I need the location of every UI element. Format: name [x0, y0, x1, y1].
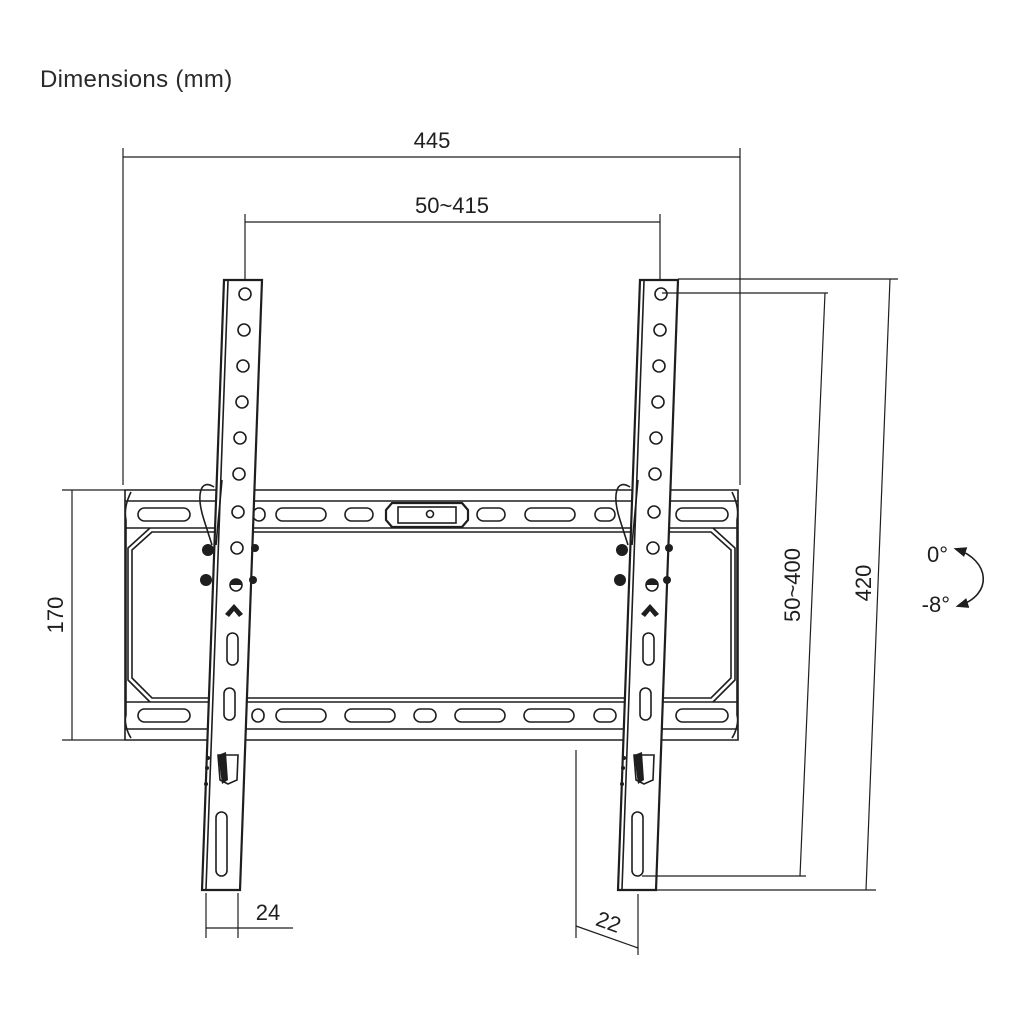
label-420: 420	[851, 565, 876, 602]
right-arm-holes	[645, 287, 668, 592]
dimension-vesa-vertical: 50~400	[642, 292, 828, 877]
bottom-slots	[137, 708, 729, 723]
label-50-400: 50~400	[780, 548, 805, 622]
label-445: 445	[414, 128, 451, 153]
left-arm-holes	[229, 287, 252, 592]
label-50-415: 50~415	[415, 193, 489, 218]
label-170: 170	[43, 597, 68, 634]
diagram-title: Dimensions (mm)	[40, 66, 233, 93]
dimension-vesa-horizontal: 50~415	[244, 193, 661, 290]
dimension-plate-height: 170	[43, 489, 125, 741]
dimension-overall-width: 445	[122, 128, 741, 485]
label-tilt-max: 0°	[927, 542, 948, 567]
label-24: 24	[256, 900, 280, 925]
left-tv-arm	[199, 278, 264, 892]
right-tv-arm	[614, 278, 680, 892]
dimension-overall-height: 420	[656, 278, 898, 891]
tilt-indicator: 0° -8°	[922, 542, 985, 617]
bubble-level	[384, 501, 470, 529]
dimension-arm-width: 24	[205, 893, 293, 938]
top-slots	[137, 507, 729, 522]
label-tilt-min: -8°	[922, 592, 950, 617]
